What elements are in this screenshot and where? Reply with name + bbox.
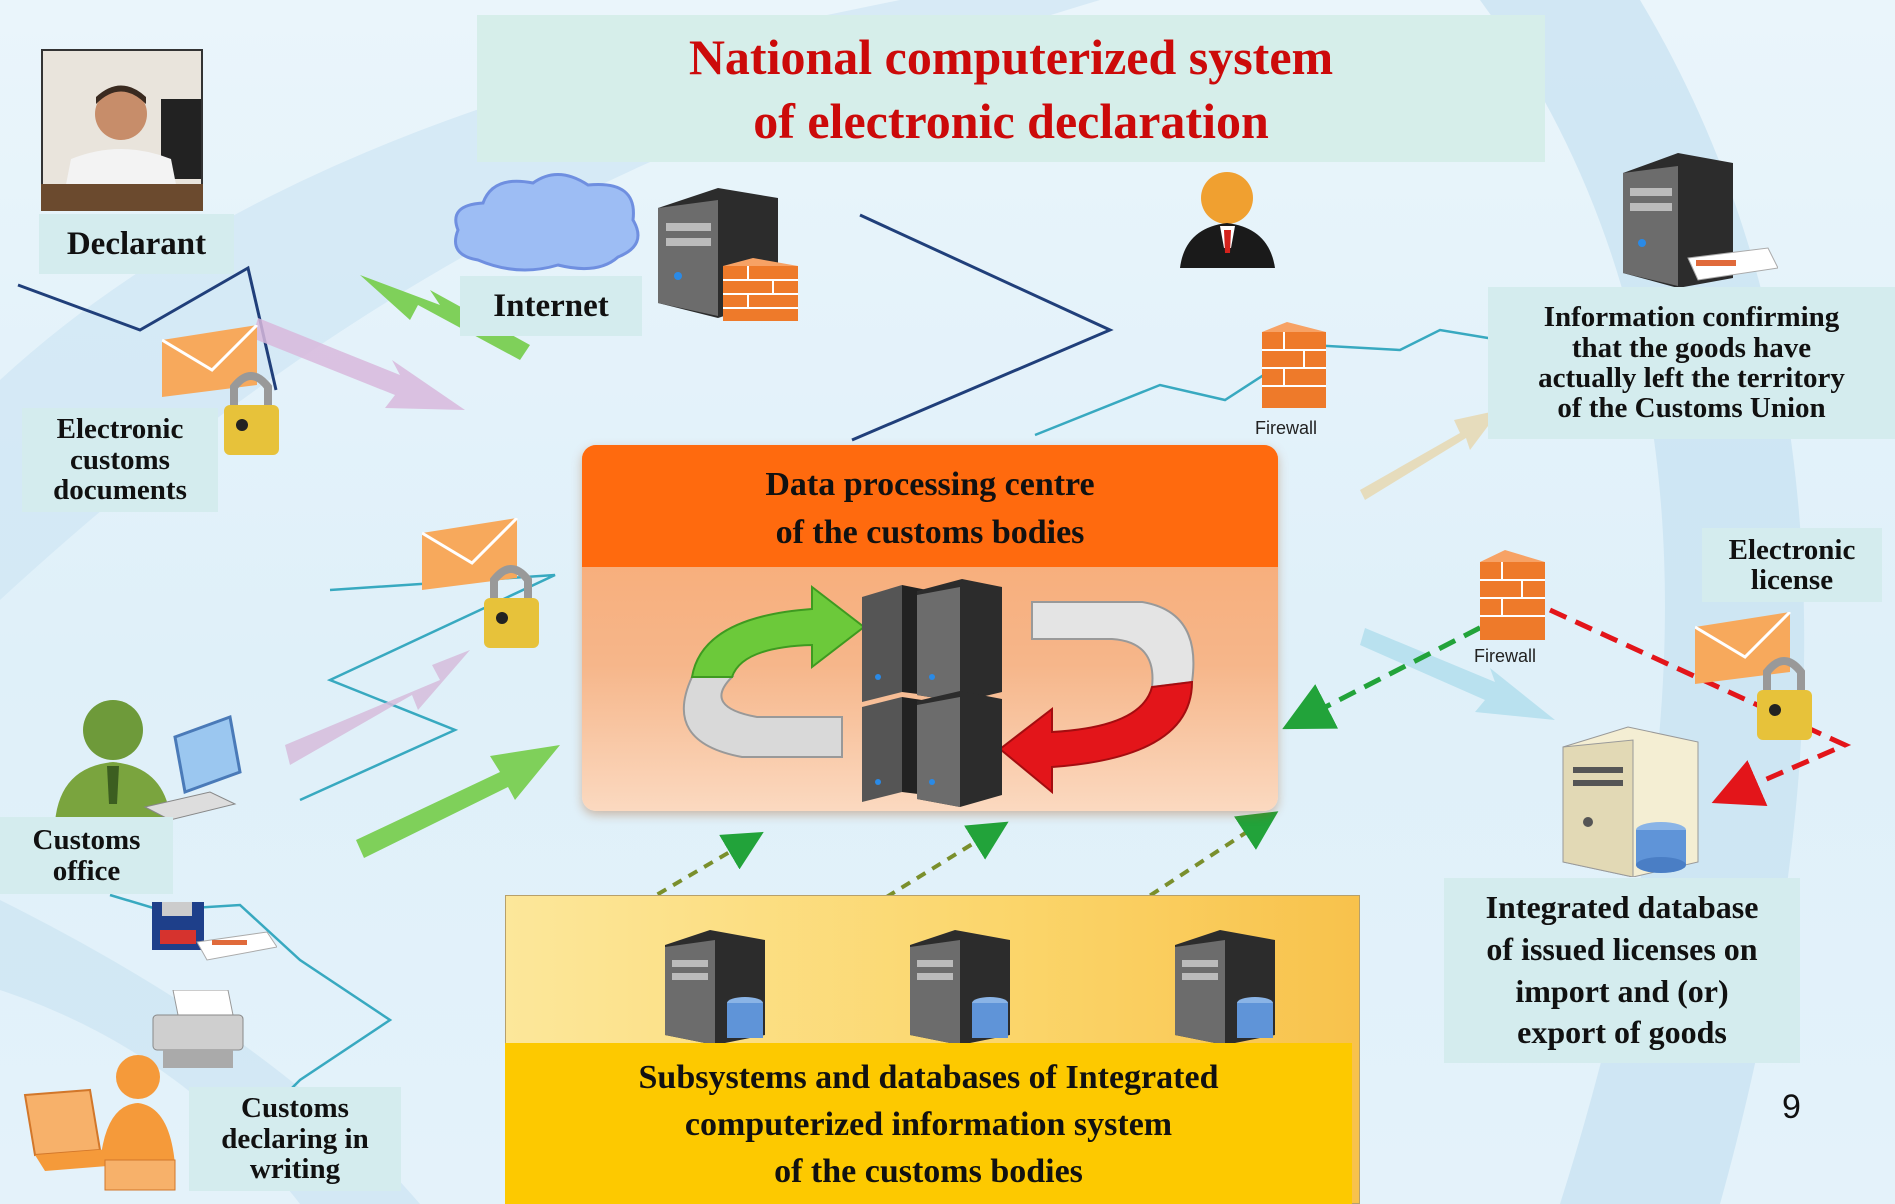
electronic-docs-label: Electronic customs documents [22,408,218,512]
subsystems-label: Subsystems and databases of Integrated c… [505,1043,1352,1204]
page-number: 9 [1782,1088,1801,1126]
server-icon [1623,153,1778,288]
database-server-icon [1562,726,1699,877]
data-processing-centre: Data processing centre of the customs bo… [582,445,1278,811]
declaring-line-1: Customs [241,1092,349,1125]
sub-line-1: Subsystems and databases of Integrated [638,1059,1219,1096]
floppy-disk-icon [152,902,277,961]
db-line-3: import and (or) [1515,972,1729,1009]
internet-server-icon [658,188,778,318]
customs-office-line-1: Customs [32,824,141,857]
subsystem-server-icon [665,930,765,1045]
firewall-label-right: Firewall [1474,646,1537,666]
firewall-icon [1262,322,1326,408]
db-line-2: of issued licenses on [1486,930,1758,967]
edoc-line-1: Electronic [56,413,184,446]
db-line-1: Integrated database [1485,889,1759,926]
license-line-2: license [1750,564,1834,596]
title-line-2: of electronic declaration [753,93,1269,149]
cloud-icon [454,173,640,272]
customs-officer-icon [55,700,242,822]
info-line-4: of the Customs Union [1557,392,1826,425]
envelope-lock-icon [422,518,539,648]
printer-icon [152,990,244,1068]
dpc-line-2: of the customs bodies [775,514,1085,551]
info-confirming-label: Information confirming that the goods ha… [1488,287,1895,439]
info-line-1: Information confirming [1543,301,1840,334]
diagram-title: National computerized system of electron… [477,15,1545,162]
sub-line-2: computerized information system [684,1106,1173,1143]
declarant-photo-icon [41,49,203,211]
subsystem-server-icon [910,930,1010,1045]
dpc-line-1: Data processing centre [765,466,1095,503]
customs-declaring-label: Customs declaring in writing [189,1087,401,1191]
declaring-line-2: declaring in [221,1122,369,1155]
customs-office-line-2: office [52,854,121,887]
customs-office-label: Customs office [0,817,173,894]
info-line-3: actually left the territory [1538,362,1845,394]
declaring-line-3: writing [249,1153,341,1186]
edoc-line-3: documents [53,474,187,507]
integrated-db-label: Integrated database of issued licenses o… [1444,878,1800,1063]
person-laptop-icon [23,1055,176,1191]
electronic-license-label: Electronic license [1702,528,1882,602]
envelope-lock-icon [162,325,279,455]
db-line-4: export of goods [1517,1014,1727,1051]
internet-label: Internet [460,276,642,336]
envelope-lock-icon [1695,612,1812,740]
firewall-icon [1480,550,1545,640]
license-line-1: Electronic [1728,533,1856,566]
edoc-line-2: customs [70,443,170,476]
official-person-icon [1180,172,1275,268]
firewall-label-top: Firewall [1255,418,1318,438]
dpc-cycle-illustration [682,579,1195,807]
dpc-header: Data processing centre of the customs bo… [582,445,1278,567]
sub-line-3: of the customs bodies [774,1153,1083,1190]
firewall-icon [723,258,798,321]
subsystem-server-icon [1175,930,1275,1045]
declarant-label: Declarant [39,214,234,274]
title-line-1: National computerized system [688,29,1334,85]
info-line-2: that the goods have [1571,331,1812,364]
